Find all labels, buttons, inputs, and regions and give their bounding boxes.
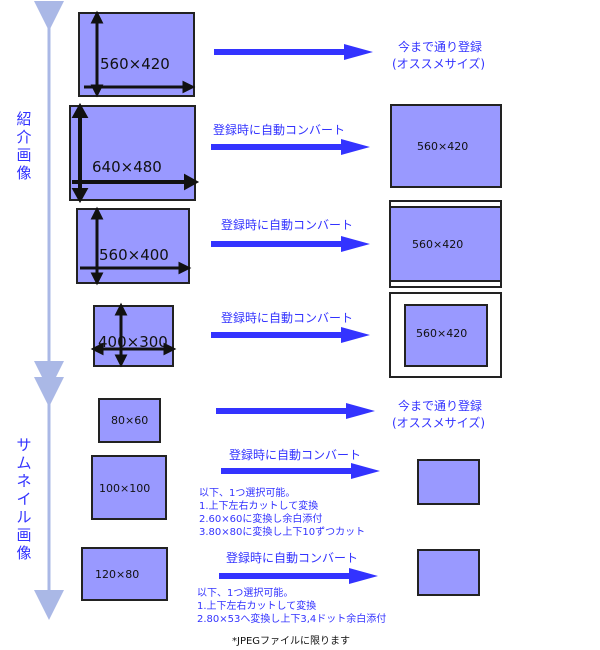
result-box-thumbnail	[417, 459, 480, 505]
register-as-is-text: 今まで通り登録	[398, 40, 483, 54]
result-size-label: 560×420	[417, 140, 469, 153]
source-size-label: 640×480	[92, 158, 162, 176]
option-note-line: 2.60×60に変換し余白添付	[199, 514, 323, 525]
option-note-line: 1.上下左右カットして変換	[199, 501, 319, 512]
result-box-560x420	[389, 206, 502, 282]
auto-convert-caption: 登録時に自動コンバート	[221, 218, 354, 232]
auto-convert-caption: 登録時に自動コンバート	[226, 551, 359, 565]
source-box-80x60	[98, 398, 161, 443]
option-note-line: 以下、1つ選択可能。	[199, 488, 296, 499]
source-size-label: 560×420	[100, 55, 170, 73]
auto-convert-caption: 登録時に自動コンバート	[213, 123, 346, 137]
auto-convert-caption: 登録時に自動コンバート	[229, 448, 362, 462]
recommended-size-text: (オススメサイズ)	[392, 416, 486, 430]
auto-convert-caption: 登録時に自動コンバート	[221, 311, 354, 325]
source-box-400x300	[93, 305, 174, 367]
source-box-560x400	[76, 208, 190, 284]
result-box-560x420	[404, 304, 488, 367]
option-note-line: 以下、1つ選択可能。	[197, 588, 294, 599]
arrow-row5	[216, 403, 375, 419]
thumbnail-images-label: サムネイル画像	[16, 436, 32, 562]
intro-images-label: 紹介画像	[16, 110, 32, 182]
source-size-label: 100×100	[99, 482, 151, 495]
source-size-label: 120×80	[95, 568, 140, 581]
footnote: *JPEGファイルに限ります	[232, 636, 351, 647]
result-box-560x420	[390, 104, 502, 188]
source-box-120x80	[81, 547, 168, 601]
source-size-label: 80×60	[111, 414, 149, 427]
source-size-label: 400×300	[98, 333, 168, 351]
flow-arrows	[211, 44, 380, 584]
option-note-line: 3.80×80に変換し上下10ずつカット	[199, 527, 366, 538]
arrow-row2	[211, 139, 370, 155]
result-size-label: 560×420	[416, 327, 468, 340]
result-size-label: 560×420	[412, 238, 464, 251]
option-note-line: 1.上下左右カットして変換	[197, 601, 317, 612]
source-size-label: 560×400	[99, 246, 169, 264]
arrow-row7	[219, 568, 378, 584]
register-as-is-text: 今まで通り登録	[398, 399, 483, 413]
option-note-line: 2.80×53へ変換し上下3,4ドット余白添付	[197, 614, 387, 625]
recommended-size-text: (オススメサイズ)	[392, 57, 486, 71]
arrow-row6	[221, 463, 380, 479]
source-box-100x100	[91, 455, 167, 520]
result-box-thumbnail	[417, 549, 480, 596]
arrow-row1	[214, 44, 373, 60]
source-box-640x480	[69, 105, 196, 201]
arrow-row4	[211, 327, 370, 343]
arrow-row3	[211, 236, 370, 252]
